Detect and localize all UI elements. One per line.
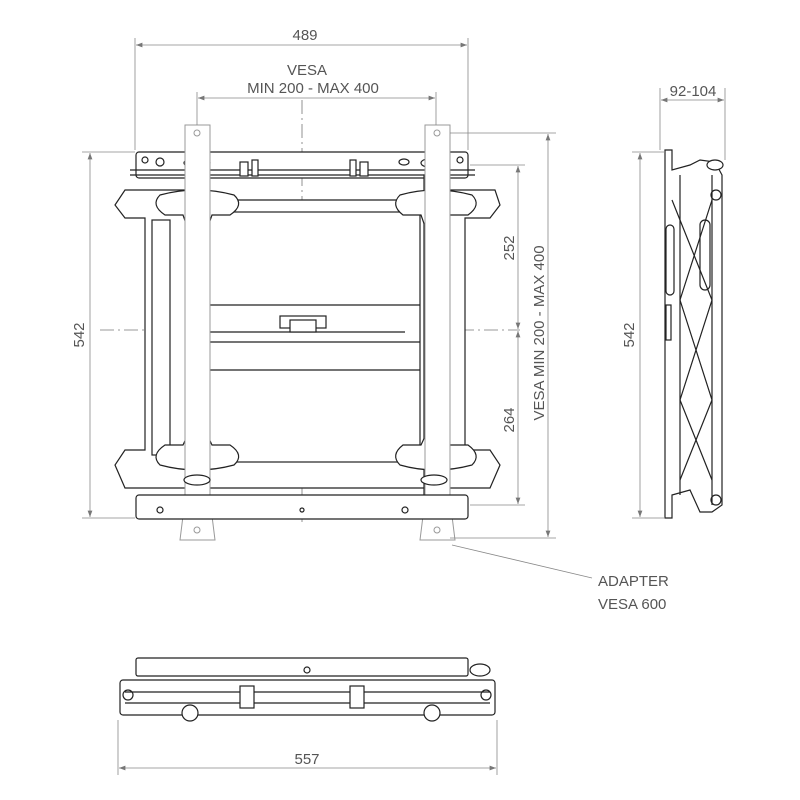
- dim-542-left-label: 542: [71, 322, 88, 347]
- side-view: [664, 149, 724, 519]
- dim-92-104-label: 92-104: [670, 83, 717, 100]
- dim-557-label: 557: [294, 751, 319, 768]
- adapter-callout: ADAPTER VESA 600: [451, 544, 669, 613]
- dim-264-label: 264: [501, 407, 518, 432]
- dim-252-label: 252: [501, 235, 518, 260]
- vesa-range-vertical-label: VESA MIN 200 - MAX 400: [531, 245, 548, 420]
- dim-542-side-label: 542: [621, 322, 638, 347]
- dimension-vertical-252-264: 252 264: [470, 164, 525, 506]
- dimension-vesa-horizontal: VESA MIN 200 - MAX 400: [196, 62, 437, 125]
- dimension-depth: 92-104: [659, 83, 726, 160]
- dim-489-label: 489: [292, 27, 317, 44]
- dimension-width-489: 489: [134, 27, 469, 150]
- dimension-height-left: 542: [71, 151, 135, 519]
- dimension-height-side: 542: [621, 151, 665, 519]
- front-view: [100, 100, 520, 541]
- dimension-bottom-width: 557: [117, 720, 498, 775]
- callout-line-1: ADAPTER: [598, 573, 669, 590]
- vesa-range-horizontal-label: MIN 200 - MAX 400: [247, 80, 379, 97]
- bottom-view: [119, 657, 496, 722]
- callout-line-2: VESA 600: [598, 596, 666, 613]
- dimension-vesa-vertical: VESA MIN 200 - MAX 400: [450, 132, 556, 539]
- vesa-label: VESA: [287, 62, 327, 79]
